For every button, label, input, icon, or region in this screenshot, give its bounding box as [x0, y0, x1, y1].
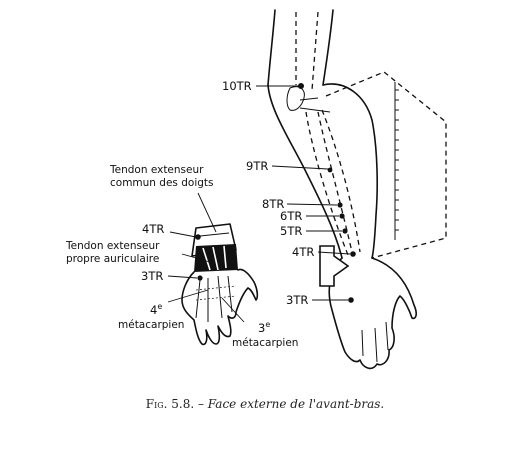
point-8tr: [337, 202, 343, 208]
label-6tr: 6TR: [280, 209, 302, 223]
wrist-arrow: [319, 245, 350, 287]
hand-label-4tr: 4TR: [142, 222, 164, 236]
point-9tr: [327, 167, 333, 173]
figure-caption: Fig. 5.8. – Face externe de l'avant-bras…: [0, 397, 530, 411]
ruler-scale: [394, 82, 399, 240]
point-6tr: [339, 213, 345, 219]
hand-points: [167, 192, 245, 323]
label-3e-metacarpien-word: métacarpien: [232, 337, 298, 349]
hand-illustration: [181, 223, 259, 346]
label-tendon-extenseur-commun-line2: commun des doigts: [110, 177, 214, 189]
label-9tr: 9TR: [246, 159, 268, 173]
hand-label-3tr: 3TR: [141, 269, 163, 283]
label-4e-metacarpien-word: métacarpien: [118, 319, 184, 331]
point-4tr: [350, 251, 356, 257]
label-3e-metacarpien: 3e: [258, 320, 270, 335]
caption-separator: –: [194, 397, 208, 411]
hand-point-3tr: [197, 275, 203, 281]
arm-points: [256, 83, 356, 303]
point-10tr: [298, 83, 304, 89]
label-tendon-extenseur-propre-line1: Tendon extenseur: [65, 240, 160, 252]
arm-illustration: [267, 9, 447, 370]
label-tendon-extenseur-commun-line1: Tendon extenseur: [109, 164, 204, 176]
anatomy-figure: 10TR 9TR 8TR 6TR 5TR 4TR 3TR Tendon exte…: [65, 9, 447, 370]
label-4e-metacarpien: 4e: [150, 302, 162, 317]
label-3tr: 3TR: [286, 293, 308, 307]
caption-number: Fig. 5.8.: [145, 397, 195, 411]
label-5tr: 5TR: [280, 224, 302, 238]
label-8tr: 8TR: [262, 197, 284, 211]
label-4tr: 4TR: [292, 245, 314, 259]
label-tendon-extenseur-propre-line2: propre auriculaire: [66, 253, 159, 265]
hand-point-4tr: [195, 234, 201, 240]
label-10tr: 10TR: [222, 79, 252, 93]
point-5tr: [342, 228, 348, 234]
point-3tr: [348, 297, 354, 303]
caption-title: Face externe de l'avant-bras.: [207, 397, 385, 411]
